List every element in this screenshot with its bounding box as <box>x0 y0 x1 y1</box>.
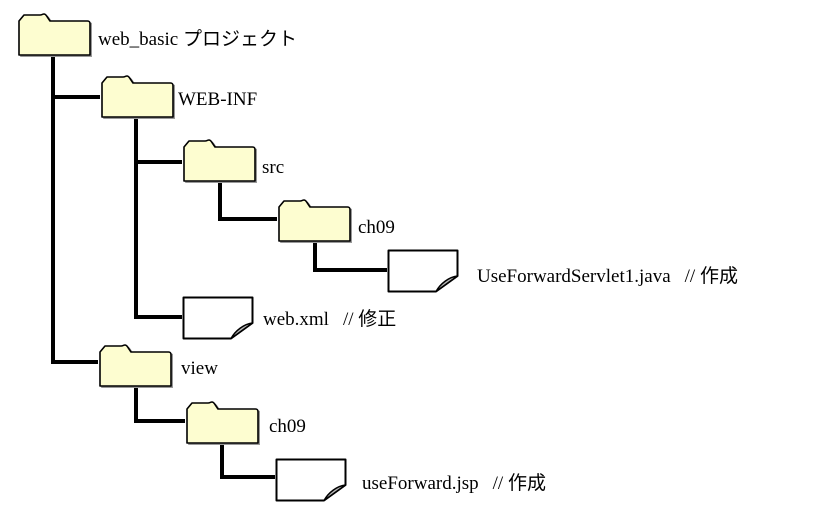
folder-icon <box>278 199 352 243</box>
node-label-text: ch09 <box>269 416 306 437</box>
file-name-text: UseForwardServlet1.java <box>477 266 671 287</box>
node-label-src-ch09: ch09 <box>358 217 395 239</box>
file-comment-text: // 作成 <box>684 266 738 287</box>
folder-icon <box>183 139 257 183</box>
node-label-view: view <box>181 358 218 380</box>
connector-servlet-java-branch <box>313 268 387 272</box>
connector-useforward-jsp-branch <box>220 475 275 479</box>
connector-view-ch09-vertical <box>220 445 224 479</box>
node-label-src: src <box>262 157 284 179</box>
folder-icon <box>101 75 175 119</box>
node-label-text: ch09 <box>358 217 395 238</box>
connector-src-ch09-vertical <box>313 243 317 272</box>
connector-root-vertical <box>51 57 55 364</box>
node-label-root: web_basic プロジェクト <box>98 29 297 51</box>
folder-icon <box>18 13 92 57</box>
file-comment-text: // 修正 <box>342 309 397 330</box>
file-name-text: web.xml <box>263 309 329 330</box>
node-label-web-xml: web.xml // 修正 <box>263 309 396 331</box>
folder-icon <box>99 344 173 388</box>
node-label-web-inf: WEB-INF <box>178 89 257 111</box>
folder-icon <box>186 401 260 445</box>
node-label-text: view <box>181 358 218 379</box>
connector-webinf-vertical <box>134 119 138 319</box>
node-label-servlet-java: UseForwardServlet1.java // 作成 <box>477 266 738 288</box>
connector-view-vertical <box>134 388 138 423</box>
connector-src-ch09-branch <box>218 217 277 221</box>
file-name-text: useForward.jsp <box>362 473 479 494</box>
node-label-text: WEB-INF <box>178 89 258 110</box>
connector-view-ch09-branch <box>134 419 185 423</box>
connector-src-branch <box>134 160 182 164</box>
connector-src-vertical <box>218 183 222 221</box>
file-comment-text: // 作成 <box>492 473 546 494</box>
connector-webinf-branch <box>51 95 100 99</box>
node-label-useforward-jsp: useForward.jsp // 作成 <box>362 473 546 495</box>
connector-view-branch <box>51 360 98 364</box>
file-icon <box>275 458 347 502</box>
file-icon <box>387 249 459 293</box>
node-label-view-ch09: ch09 <box>269 416 306 438</box>
connector-webxml-branch <box>134 315 182 319</box>
node-label-text: src <box>262 157 285 178</box>
node-label-text: web_basic プロジェクト <box>98 29 297 50</box>
file-icon <box>182 296 254 340</box>
